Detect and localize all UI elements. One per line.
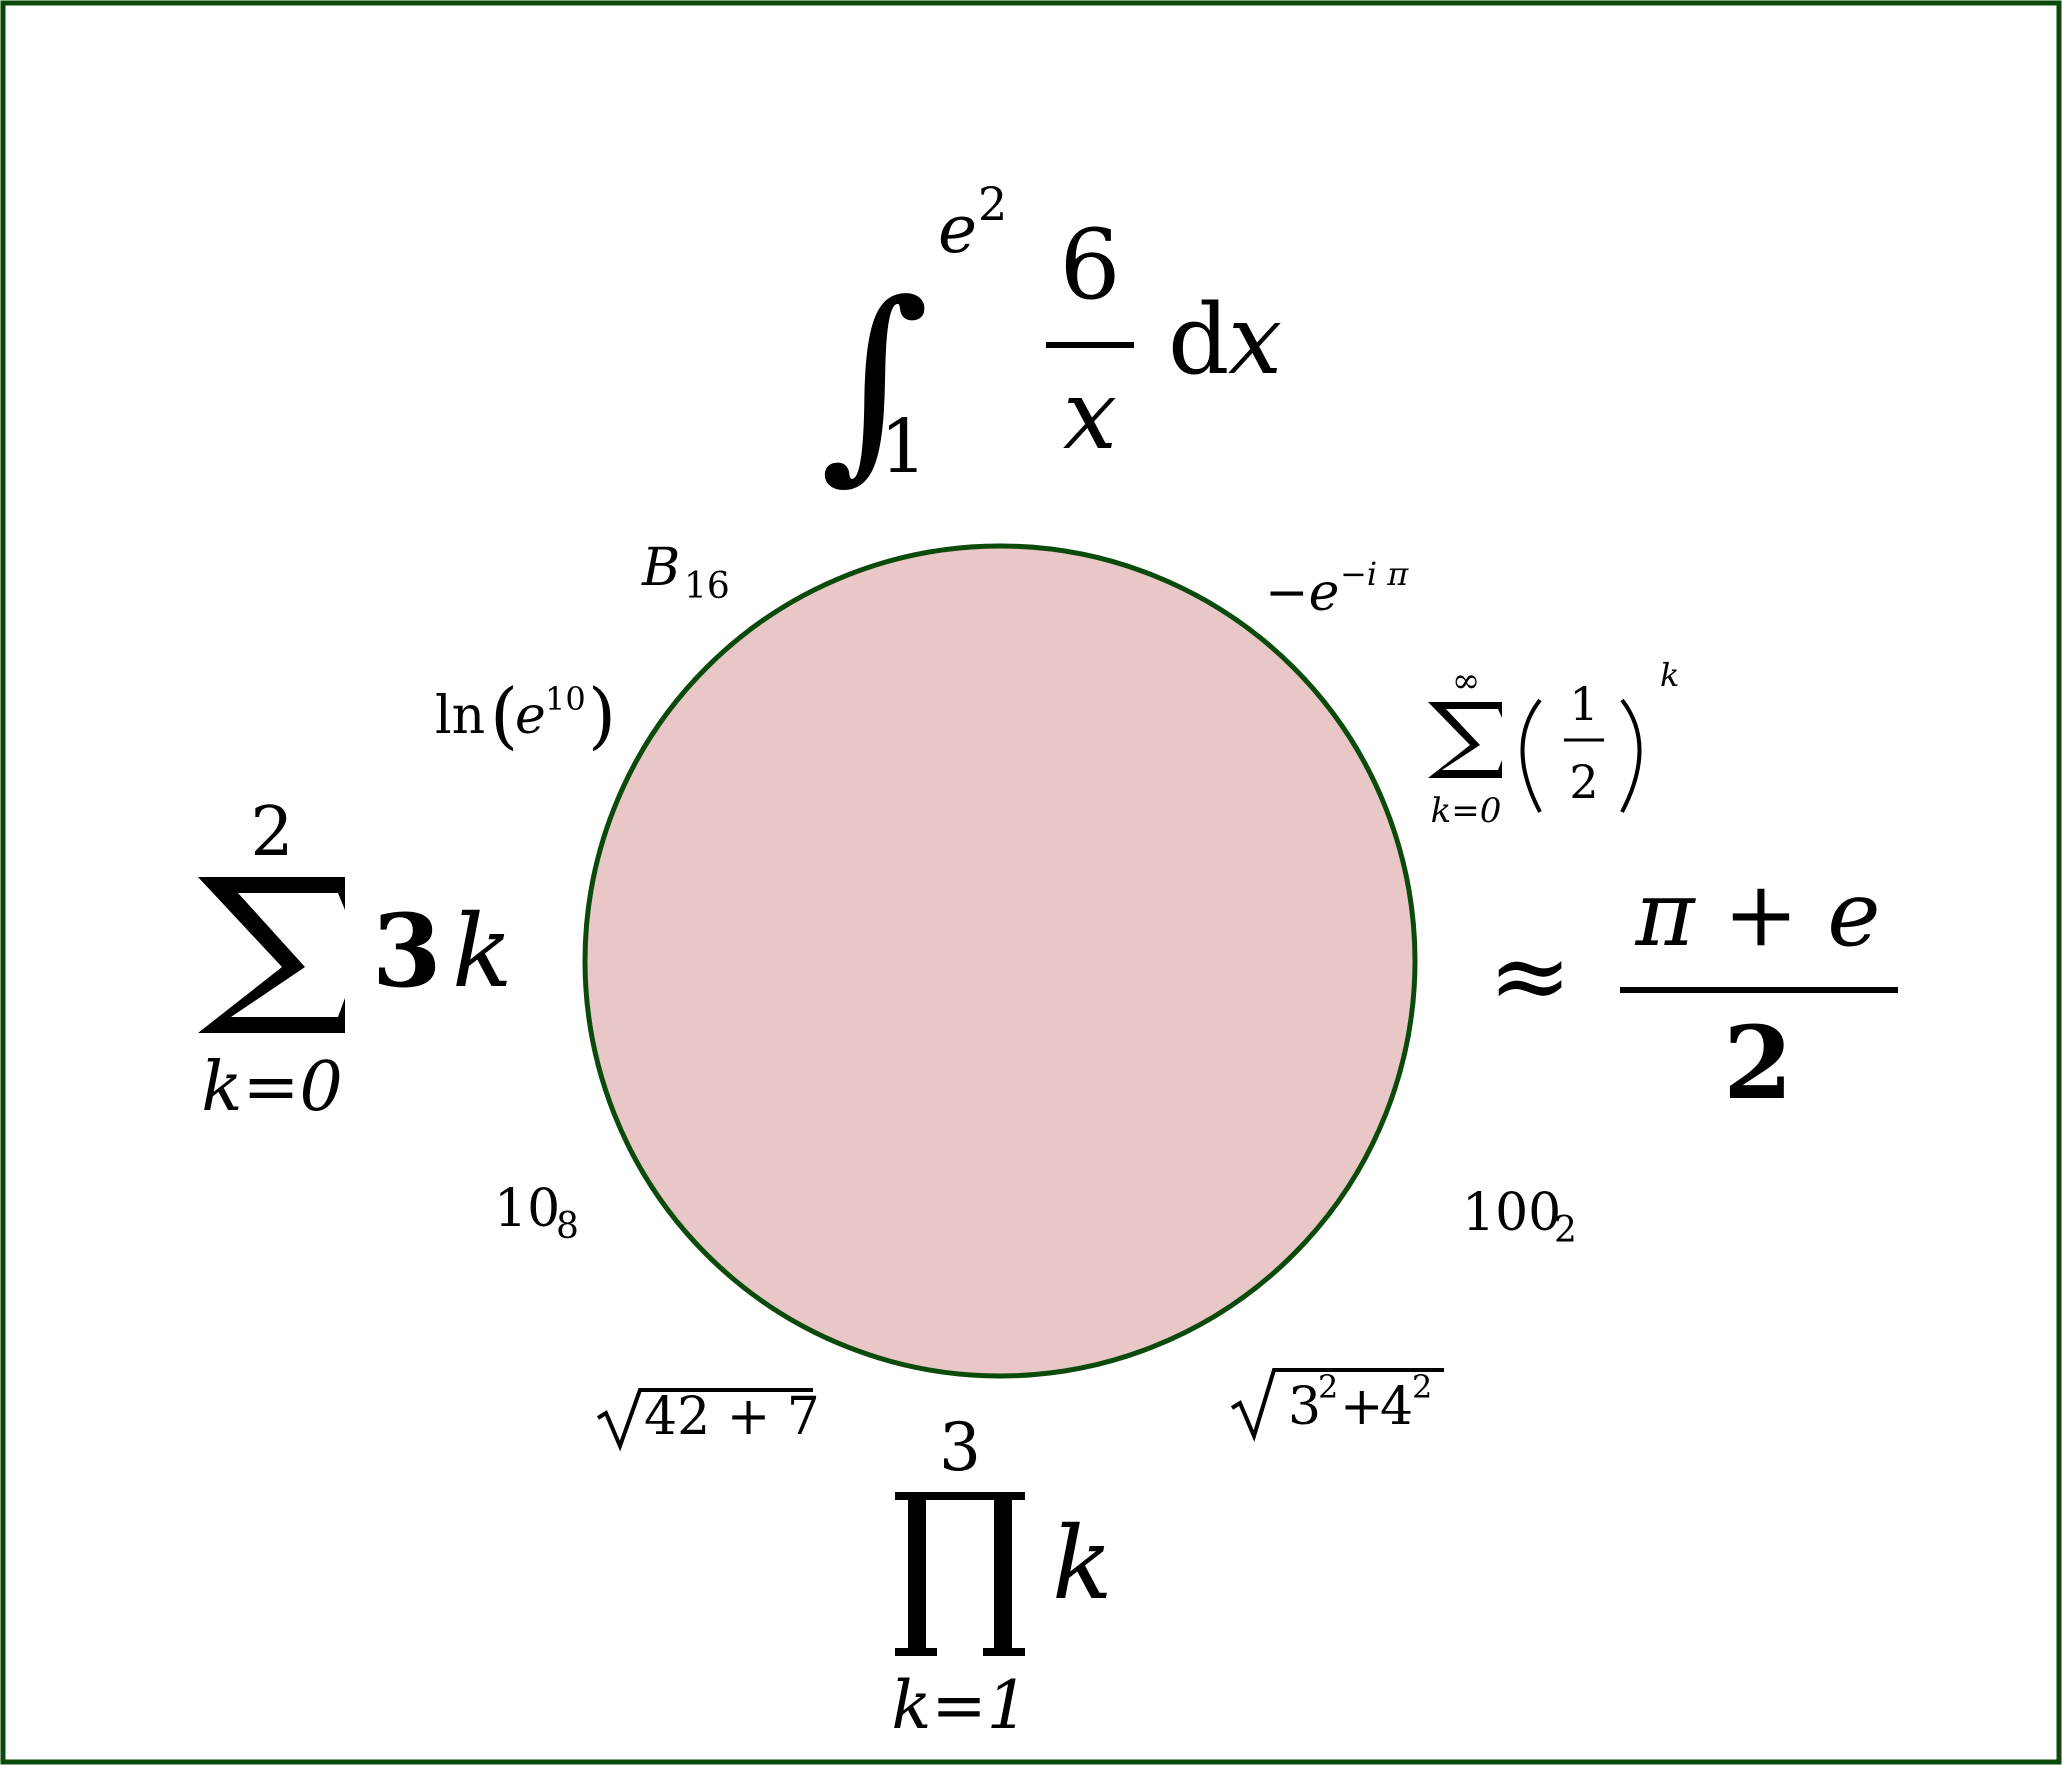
ln-open-paren: (: [490, 673, 518, 757]
series-open-paren: [1520, 698, 1542, 813]
sum-coef: 3: [372, 892, 442, 1010]
bin-label: 100 2: [1462, 1183, 1577, 1251]
series-upper: ∞: [1452, 661, 1480, 701]
sqrt-right-b-exp: 2: [1412, 1368, 1432, 1406]
sqrt-right-radical: [1230, 1368, 1444, 1442]
b16-sub: 16: [684, 566, 730, 607]
series-sigma: [1428, 702, 1502, 778]
sum-upper: 2: [250, 793, 293, 872]
approx-denominator: 2: [1723, 1004, 1793, 1122]
ln-fn: ln: [435, 686, 485, 746]
ln-close-paren: ): [588, 673, 616, 757]
ln-label: ln ( e 10 ): [435, 673, 616, 757]
ln-base: e: [515, 686, 546, 746]
sqrt-left-label: 42 + 7: [596, 1387, 820, 1452]
sqrt-right-a-exp: 2: [1318, 1368, 1338, 1406]
series-lower: k=0: [1431, 791, 1502, 831]
center-circle: [582, 543, 1418, 1379]
oct-base: 10: [494, 1179, 560, 1239]
integral-d: d: [1168, 284, 1229, 396]
ln-exp: 10: [545, 680, 586, 718]
sqrt-right-label: 3 2 + 4 2: [1230, 1368, 1444, 1442]
integral-upper-base: e: [938, 191, 977, 268]
sqrt-right-plus: +: [1340, 1377, 1384, 1437]
sqrt-left-radical: [596, 1388, 813, 1452]
integral-denominator: x: [1063, 359, 1117, 471]
bin-base: 100: [1462, 1183, 1561, 1243]
oct-label: 10 8: [494, 1179, 579, 1247]
series-close-paren: [1620, 698, 1642, 813]
neg-e-label: −e −i π: [1265, 555, 1409, 623]
integral-var: x: [1228, 284, 1282, 396]
neg-e-base: −e: [1265, 563, 1339, 623]
product-var: k: [1052, 1505, 1113, 1622]
neg-e-exp: −i π: [1340, 555, 1409, 593]
series-den: 2: [1569, 755, 1598, 809]
approx-formula: ≈ π + e 2: [1488, 862, 1898, 1122]
integral-lower: 1: [880, 404, 927, 490]
b16-label: B 16: [641, 538, 730, 607]
pi-product-symbol: [895, 1492, 1025, 1656]
sqrt-left-radicand: 42 + 7: [644, 1387, 820, 1447]
approx-symbol: ≈: [1488, 917, 1572, 1034]
sqrt-right-b: 4: [1380, 1377, 1413, 1437]
sqrt-right-a: 3: [1288, 1377, 1321, 1437]
approx-numerator: π + e: [1634, 862, 1880, 967]
product-upper: 3: [939, 1409, 981, 1486]
sum-var: k: [452, 893, 513, 1010]
integral-upper-exp: 2: [978, 177, 1007, 231]
integral-numerator: 6: [1059, 209, 1120, 321]
bin-sub: 2: [1554, 1210, 1577, 1251]
integral-sign: ∫: [820, 257, 929, 502]
series-num: 1: [1569, 677, 1598, 731]
sigma-symbol: [198, 877, 345, 1033]
b16-base: B: [641, 538, 680, 598]
product-formula: 3 k=1 k: [891, 1409, 1112, 1744]
series-exp: k: [1660, 656, 1679, 694]
integral-formula: ∫ e 2 1 6 x d x: [820, 177, 1282, 502]
sum-formula: 2 k=0 3 k: [198, 793, 513, 1127]
product-lower: k=1: [891, 1667, 1028, 1744]
oct-sub: 8: [556, 1206, 579, 1247]
sum-lower: k=0: [201, 1048, 342, 1127]
series-label: ∞ k=0 1 2 k: [1428, 656, 1679, 831]
